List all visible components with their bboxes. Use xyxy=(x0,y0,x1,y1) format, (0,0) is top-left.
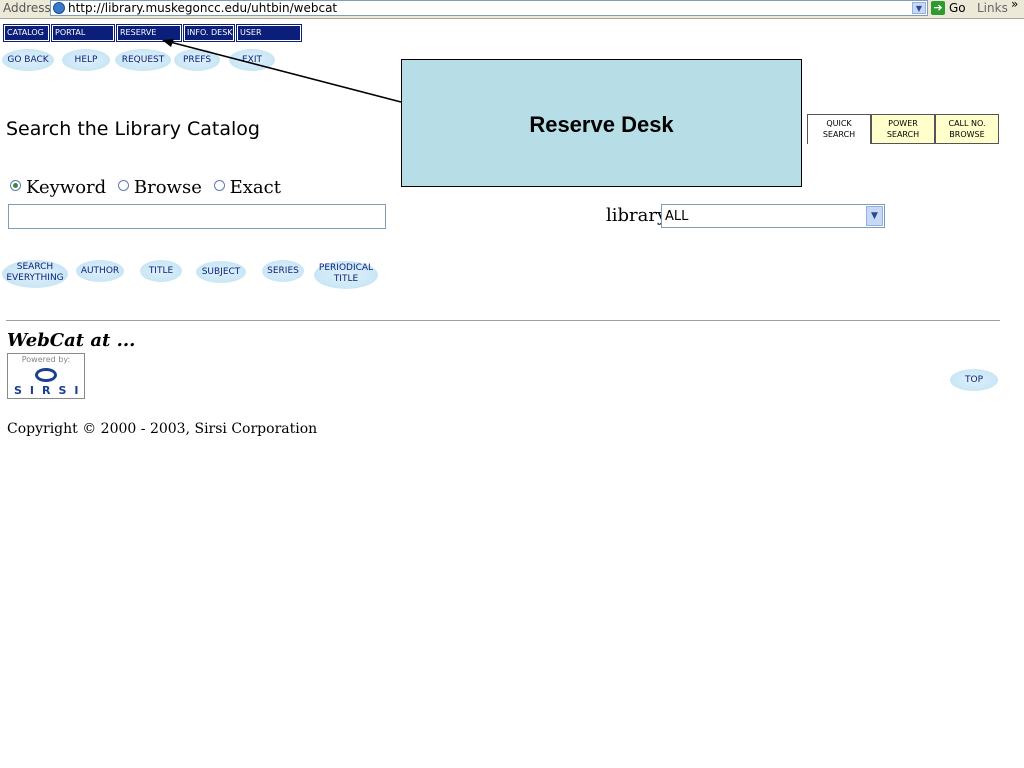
radio-browse-circle[interactable] xyxy=(117,180,129,191)
tab-quick-search-line2: SEARCH xyxy=(822,130,856,139)
radio-exact[interactable]: Exact xyxy=(213,177,281,198)
powered-by-label: Powered by: xyxy=(21,355,71,364)
webcat-heading: WebCat at ... xyxy=(7,330,136,351)
top-button[interactable]: TOP xyxy=(950,369,998,391)
search-everything-button[interactable]: SEARCH EVERYTHING xyxy=(2,260,68,288)
tab-call-no-browse[interactable]: CALL NO. BROWSE xyxy=(935,114,999,144)
links-button[interactable]: Links xyxy=(977,1,1008,15)
search-everything-line1: SEARCH xyxy=(16,262,54,272)
tab-catalog[interactable]: CATALOG xyxy=(3,24,50,42)
sirsi-swirl-icon xyxy=(35,368,57,382)
chevron-down-icon[interactable]: ▼ xyxy=(866,206,883,226)
chevron-down-icon[interactable]: ▼ xyxy=(912,2,926,14)
periodical-title-line1: PERIODICAL xyxy=(318,263,374,273)
radio-keyword[interactable]: Keyword xyxy=(10,177,106,198)
title-button[interactable]: TITLE xyxy=(140,260,182,282)
tab-call-no-browse-line2: BROWSE xyxy=(949,130,985,139)
radio-keyword-circle[interactable] xyxy=(10,180,21,191)
address-label: Address xyxy=(3,1,51,15)
go-back-button[interactable]: GO BACK xyxy=(2,49,54,71)
help-button[interactable]: HELP xyxy=(62,49,110,71)
library-label: library: xyxy=(606,205,674,226)
divider xyxy=(6,320,1000,321)
page-title: Search the Library Catalog xyxy=(6,118,260,140)
sirsi-name: SIRSI xyxy=(14,384,87,397)
subject-button[interactable]: SUBJECT xyxy=(196,261,246,283)
callout-text: Reserve Desk xyxy=(529,112,674,137)
go-arrow-icon: ➔ xyxy=(931,1,945,15)
exit-button[interactable]: EXIT xyxy=(229,49,275,71)
prefs-button[interactable]: PREFS xyxy=(174,49,220,71)
callout-box: Reserve Desk xyxy=(401,59,802,187)
periodical-title-button[interactable]: PERIODICAL TITLE xyxy=(314,261,378,289)
tab-power-search-line1: POWER xyxy=(888,119,918,128)
tab-user-services[interactable]: USER SERVICES xyxy=(236,24,302,51)
tab-info-desk[interactable]: INFO. DESK xyxy=(183,24,235,42)
radio-browse[interactable]: Browse xyxy=(117,177,202,198)
search-mode-group: Keyword Browse Exact xyxy=(10,177,287,198)
more-links-icon[interactable]: » xyxy=(1011,0,1019,11)
go-label: Go xyxy=(949,1,966,15)
library-select[interactable]: ALL ▼ xyxy=(661,204,885,228)
radio-exact-label: Exact xyxy=(229,177,281,198)
tab-reserve-desk[interactable]: RESERVE DESK xyxy=(116,24,182,51)
radio-browse-label: Browse xyxy=(133,177,202,198)
periodical-title-line2: TITLE xyxy=(333,274,359,284)
author-button[interactable]: AUTHOR xyxy=(76,260,124,282)
radio-keyword-label: Keyword xyxy=(26,177,107,198)
library-select-value: ALL xyxy=(665,209,689,224)
address-input[interactable]: http://library.muskegoncc.edu/uhtbin/web… xyxy=(50,0,928,16)
tab-power-search-line2: SEARCH xyxy=(886,130,920,139)
search-input[interactable] xyxy=(8,204,386,229)
tab-call-no-browse-line1: CALL NO. xyxy=(948,119,986,128)
radio-exact-circle[interactable] xyxy=(213,180,225,191)
copyright: Copyright © 2000 - 2003, Sirsi Corporati… xyxy=(7,421,318,437)
request-button[interactable]: REQUEST xyxy=(115,49,171,71)
search-everything-line2: EVERYTHING xyxy=(6,273,64,283)
tab-quick-search-line1: QUICK xyxy=(826,119,852,128)
tab-power-search[interactable]: POWER SEARCH xyxy=(871,114,935,144)
page-icon xyxy=(53,2,65,14)
address-bar: Address http://library.muskegoncc.edu/uh… xyxy=(0,0,1024,19)
tab-portal[interactable]: PORTAL xyxy=(51,24,115,42)
series-button[interactable]: SERIES xyxy=(262,260,304,282)
tab-quick-search[interactable]: QUICK SEARCH xyxy=(807,114,871,144)
sirsi-logo[interactable]: Powered by: SIRSI xyxy=(7,353,85,399)
address-url[interactable]: http://library.muskegoncc.edu/uhtbin/web… xyxy=(68,1,338,15)
